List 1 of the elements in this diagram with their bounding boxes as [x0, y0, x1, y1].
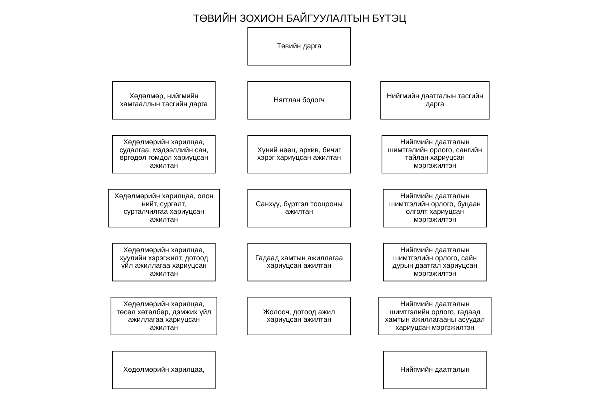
diagram-title: ТӨВИЙН ЗОХИОН БАЙГУУЛАЛТЫН БҮТЭЦ: [193, 14, 407, 25]
